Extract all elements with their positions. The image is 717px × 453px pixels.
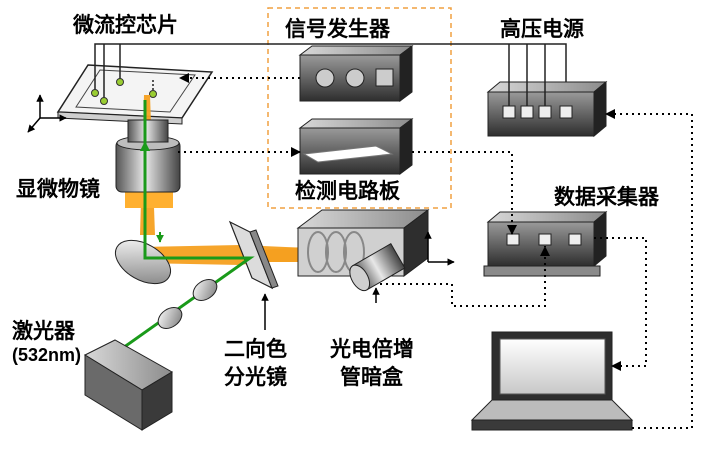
label-pmt-line1: 光电倍增 bbox=[329, 337, 414, 361]
data-acquisition-device bbox=[483, 210, 608, 277]
label-laser-wavelength: (532nm) bbox=[12, 345, 81, 365]
hv-output-port bbox=[520, 105, 534, 119]
generator-knob bbox=[315, 68, 335, 88]
microscope-objective bbox=[115, 119, 181, 208]
daq-port bbox=[538, 233, 552, 246]
electrode-well bbox=[91, 89, 99, 97]
detection-board-device bbox=[298, 118, 414, 175]
laser-device bbox=[83, 339, 173, 431]
label-pmt-line2: 管暗盒 bbox=[340, 365, 404, 389]
generator-knob bbox=[345, 68, 365, 88]
hv-output-port bbox=[538, 105, 552, 119]
label-microscope-objective: 显微物镜 bbox=[16, 177, 100, 201]
label-data-acquisition: 数据采集器 bbox=[554, 185, 660, 209]
pmt-dark-box bbox=[296, 209, 430, 292]
laser-lens bbox=[192, 279, 218, 301]
pmt-axes bbox=[424, 231, 455, 266]
high-voltage-supply-device bbox=[486, 44, 608, 138]
label-microfluidic-chip: 微流控芯片 bbox=[72, 13, 178, 37]
signal-generator-device bbox=[298, 45, 414, 102]
laser-lens bbox=[157, 307, 183, 329]
generator-socket bbox=[375, 68, 394, 87]
daq-port bbox=[506, 233, 520, 246]
electrode-well bbox=[149, 90, 157, 98]
xyz-axes bbox=[27, 94, 67, 133]
signal-connections bbox=[178, 73, 693, 429]
label-high-voltage-supply: 高压电源 bbox=[500, 17, 584, 41]
dichroic-mirror bbox=[228, 220, 279, 290]
laser-beam bbox=[119, 100, 255, 352]
label-laser: 激光器 bbox=[12, 319, 76, 343]
label-signal-generator: 信号发生器 bbox=[285, 17, 391, 41]
reflecting-mirror bbox=[115, 239, 171, 285]
laptop-computer bbox=[470, 331, 634, 431]
daq-port bbox=[568, 233, 582, 246]
hv-output-port bbox=[502, 105, 516, 119]
electrode-well bbox=[100, 97, 108, 105]
signal-generator-frame bbox=[267, 7, 452, 209]
electrode-well bbox=[116, 78, 124, 86]
label-dichroic-line1: 二向色 bbox=[224, 337, 287, 361]
label-dichroic-line2: 分光镜 bbox=[224, 365, 287, 389]
hv-output-port bbox=[559, 105, 573, 119]
label-detection-board: 检测电路板 bbox=[295, 179, 401, 203]
